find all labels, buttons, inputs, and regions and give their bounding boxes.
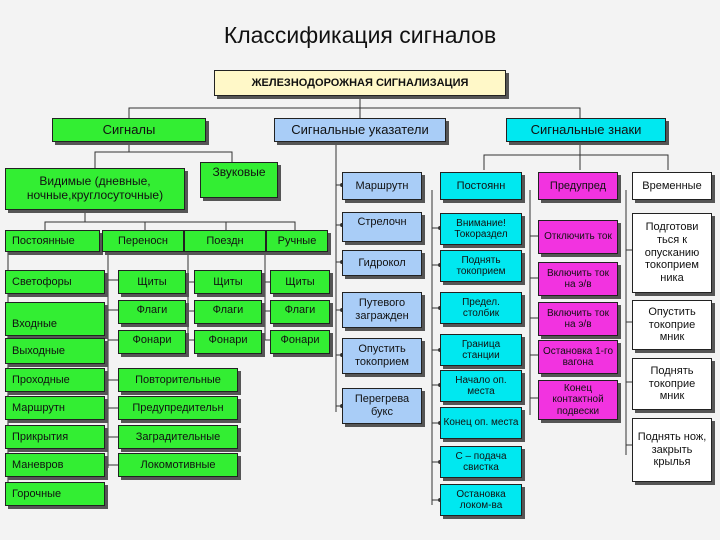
warning-sign-item: Остановка 1-го вагона [538, 340, 618, 374]
sound-signals-node: Звуковые [200, 162, 278, 198]
signal-type-item: Заградительные [118, 425, 238, 449]
page-title: Классификация сигналов [223, 22, 497, 48]
category-constant: Постоянные [5, 230, 100, 252]
warning-sign-item: Отключить ток [538, 220, 618, 254]
signs-node: Сигнальные знаки [506, 118, 666, 142]
constant-sign-item: Поднять токоприем [440, 250, 522, 282]
category-portable: Переносн [102, 230, 184, 252]
train-item: Щиты [194, 270, 262, 294]
signals-node: Сигналы [52, 118, 206, 142]
signs-category-temporary: Временные [632, 172, 712, 200]
category-train: Поездн [184, 230, 266, 252]
constant-item: Выходные [5, 338, 105, 364]
signal-type-item: Локомотивные [118, 453, 238, 477]
train-item: Флаги [194, 300, 262, 324]
hand-item: Щиты [270, 270, 330, 294]
signal-type-item: Повторительные [118, 368, 238, 392]
constant-sign-item: Остановка локом-ва [440, 484, 522, 516]
temporary-sign-item: Опустить токоприе мник [632, 300, 712, 350]
indicator-item: Гидрокол [342, 250, 422, 276]
constant-item: Прикрытия [5, 425, 105, 449]
warning-sign-item: Включить ток на э/в [538, 302, 618, 336]
indicator-item: Перегрева букс [342, 388, 422, 424]
portable-item: Фонари [118, 330, 186, 354]
indicators-node: Сигнальные указатели [274, 118, 446, 142]
train-item: Фонари [194, 330, 262, 354]
constant-sign-item: Предел. столбик [440, 292, 522, 324]
constant-sign-item: С – подача свистка [440, 446, 522, 478]
signs-category-warning: Предупред [538, 172, 618, 200]
visible-signals-node: Видимые (дневные, ночные,круглосуточные) [5, 168, 185, 210]
temporary-sign-item: Поднять нож, закрыть крылья [632, 418, 712, 482]
root-node: ЖЕЛЕЗНОДОРОЖНАЯ СИГНАЛИЗАЦИЯ [214, 70, 506, 96]
signal-type-item: Предупредительн [118, 396, 238, 420]
constant-sign-item: Начало оп. места [440, 370, 522, 402]
constant-item: Горочные [5, 482, 105, 506]
warning-sign-item: Конец контактной подвески [538, 380, 618, 420]
constant-item: Маневров [5, 453, 105, 477]
temporary-sign-item: Поднять токоприе мник [632, 358, 712, 410]
indicator-item: Путевого загражден [342, 292, 422, 328]
constant-item: Светофоры [5, 270, 105, 294]
constant-sign-item: Конец оп. места [440, 407, 522, 439]
hand-item: Флаги [270, 300, 330, 324]
constant-sign-item: Внимание! Токораздел [440, 213, 522, 245]
indicator-item: Стрелочн [342, 212, 422, 242]
constant-item: Маршрутн [5, 396, 105, 420]
hand-item: Фонари [270, 330, 330, 354]
constant-sign-item: Граница станции [440, 334, 522, 366]
indicator-item: Маршрутн [342, 172, 422, 200]
portable-item: Щиты [118, 270, 186, 294]
warning-sign-item: Включить ток на э/в [538, 262, 618, 296]
category-hand: Ручные [266, 230, 328, 252]
temporary-sign-item: Подготови ться к опусканию токоприем ник… [632, 213, 712, 293]
constant-item: Входные [5, 302, 105, 336]
indicator-item: Опустить токоприем [342, 338, 422, 374]
portable-item: Флаги [118, 300, 186, 324]
signs-category-constant: Постоянн [440, 172, 522, 200]
constant-item: Проходные [5, 368, 105, 392]
